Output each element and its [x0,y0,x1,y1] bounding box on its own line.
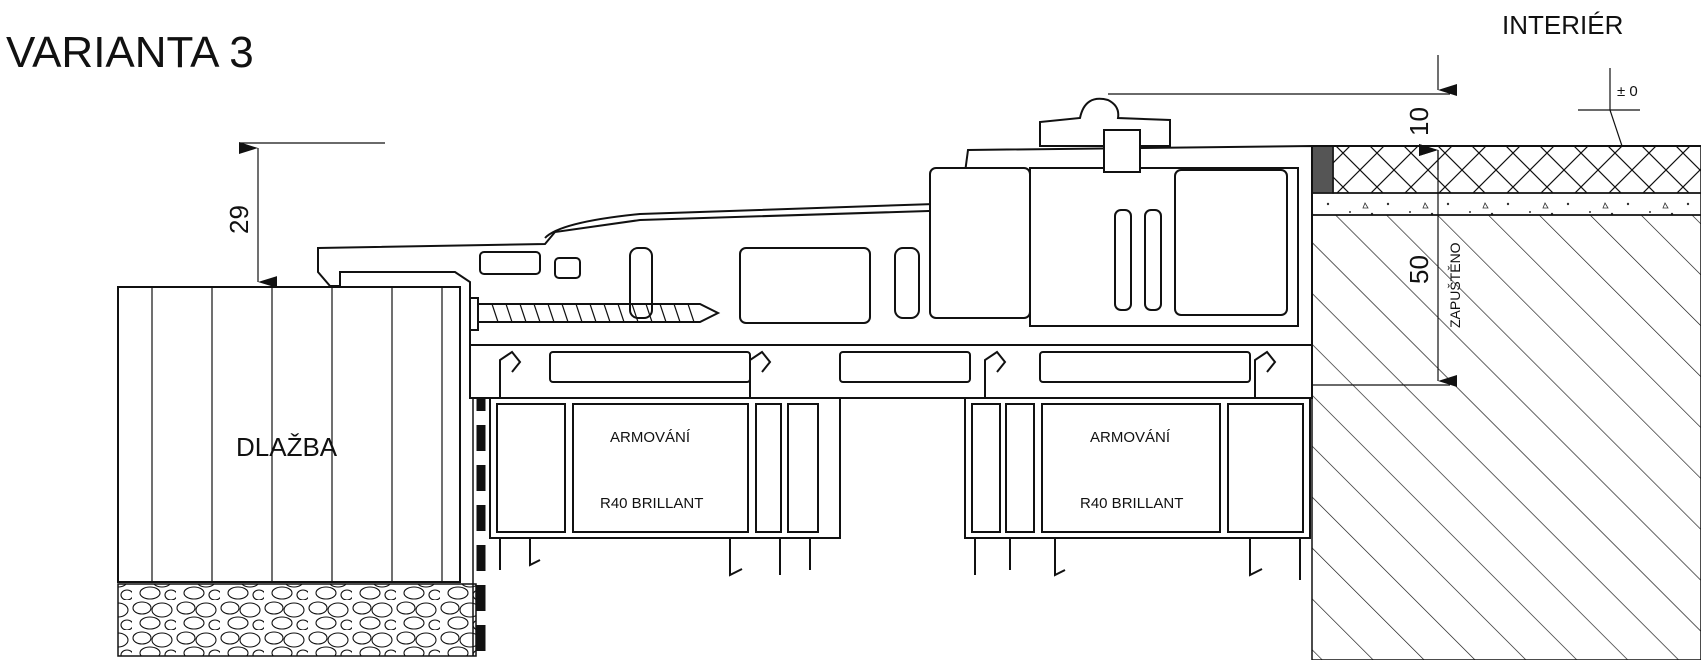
dimension-50 [1312,144,1458,387]
reinforcement-profile-label-right: R40 BRILLANT [1080,495,1183,512]
screed-layer [1311,192,1701,216]
insulation-layer [1332,145,1701,194]
level-mark [1578,68,1640,147]
tile-label: DLAŽBA [236,432,338,462]
reinforcement-profile-right [964,397,1311,580]
concrete-slab [1311,214,1701,660]
level-mark-value: ± 0 [1617,83,1638,100]
interior-label: INTERIÉR [1502,10,1623,40]
dimension-10-value: 10 [1404,107,1434,136]
dimension-50-value: 50 [1404,255,1434,284]
reinforcement-label-right: ARMOVÁNÍ [1090,429,1171,446]
seal-block [1311,145,1334,194]
screw-icon [469,297,721,331]
tile-block [117,286,461,583]
reinforcement-profile-label-left: R40 BRILLANT [600,495,703,512]
gravel-bed [117,583,477,657]
reinforcement-label-left: ARMOVÁNÍ [610,429,691,446]
recess-label: ZAPUŠTĚNO [1447,242,1463,328]
dimension-29-value: 29 [224,205,254,234]
sealing-strip [472,385,486,656]
threshold-profile [317,97,1313,399]
dimension-29 [118,142,385,288]
drawing-title: VARIANTA 3 [6,28,254,77]
reinforcement-profile-left [489,397,841,577]
